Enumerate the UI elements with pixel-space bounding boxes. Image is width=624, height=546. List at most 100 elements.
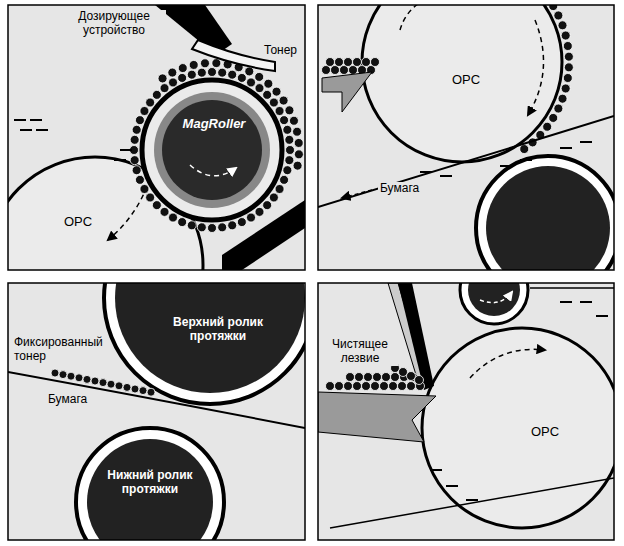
drum-label-box: OPC — [515, 425, 575, 440]
lower-roller-core — [87, 439, 213, 540]
toner-particle — [218, 223, 227, 232]
drawing-part — [596, 315, 608, 317]
drawing-part — [446, 485, 458, 487]
toner-particle — [123, 383, 131, 391]
toner-particle — [353, 382, 362, 391]
roller-label-box: Верхний ролик протяжки — [158, 316, 278, 344]
toner-particle — [391, 373, 400, 382]
drawing-part — [520, 159, 532, 161]
toner-particle — [208, 68, 217, 77]
toner-particle — [283, 166, 292, 175]
opc-drum — [362, 5, 562, 162]
toner-particle — [178, 218, 187, 227]
toner-particle — [146, 193, 155, 202]
rotation-arrow — [470, 349, 545, 378]
toner-beads — [322, 5, 574, 154]
toner-particle — [228, 221, 237, 230]
part-name: MagRoller — [169, 117, 259, 132]
toner-particle — [362, 382, 371, 391]
panel-border — [318, 5, 614, 270]
charge-roller-core — [468, 283, 520, 316]
toner-particle — [91, 377, 99, 385]
drum-label-box: OPC — [436, 73, 496, 88]
toner-particle — [373, 373, 382, 382]
toner-particle — [132, 166, 141, 175]
part-name: OPC — [436, 73, 496, 88]
toner-particle — [280, 116, 289, 125]
drawing-part — [420, 171, 432, 173]
guide-line — [530, 287, 614, 289]
toner-particle — [130, 135, 139, 144]
toner-particle — [152, 90, 161, 99]
drawing-part — [580, 301, 592, 303]
toner-particle — [263, 201, 272, 210]
callout-label: Дозирующее устройство — [62, 10, 166, 38]
drawing-part — [30, 119, 42, 121]
rotation-arrow — [400, 5, 460, 30]
toner-particle — [269, 193, 278, 202]
toner-particle — [140, 185, 149, 194]
cleaning-blade — [398, 283, 434, 390]
toner-particle — [272, 87, 281, 96]
toner-particle — [285, 156, 294, 165]
toner-particle — [51, 369, 59, 377]
toner-particle — [549, 113, 558, 122]
toner-particle — [189, 60, 198, 69]
panel-2-art — [318, 5, 614, 270]
callout-label: Фиксированный тонер — [12, 336, 108, 364]
toner-particle — [275, 107, 284, 116]
toner-particle — [398, 382, 407, 391]
toner-particle — [228, 70, 237, 79]
toner-particle — [115, 382, 123, 390]
toner-particle — [279, 96, 288, 105]
toner-particle — [255, 84, 264, 93]
toner-particle — [169, 213, 178, 222]
drawing-part — [560, 147, 572, 149]
toner-particle — [99, 379, 107, 387]
waste-tray — [318, 392, 436, 442]
callout-label: Тонер — [262, 44, 299, 58]
charge-marks — [430, 302, 608, 500]
lower-fuser-roller — [76, 428, 224, 540]
transfer-roller — [476, 156, 614, 270]
toner-particle — [255, 72, 264, 81]
toner-particle — [371, 58, 380, 67]
part-name: OPC — [48, 215, 108, 230]
toner-particle — [135, 175, 144, 184]
drawing-part — [14, 119, 26, 121]
toner-particle — [152, 201, 161, 210]
charge-roller — [460, 283, 528, 324]
drawing-part — [430, 469, 442, 471]
toner-particle — [380, 382, 389, 391]
toner-particle — [407, 382, 416, 391]
drawing-part — [440, 175, 452, 177]
toner-particle — [197, 223, 206, 232]
toner-particle — [132, 125, 141, 134]
toner-particle — [331, 66, 340, 75]
toner-particle — [285, 135, 294, 144]
drawing-part — [36, 129, 48, 131]
toner-particle — [237, 73, 246, 82]
magroller-core — [162, 100, 262, 200]
toner-particle — [554, 104, 563, 113]
toner-particle — [286, 146, 295, 155]
toner-particle — [399, 368, 408, 377]
toner-particle — [371, 382, 380, 391]
toner-particle — [389, 382, 398, 391]
toner-particle — [293, 161, 302, 170]
part-name: Верхний ролик протяжки — [158, 316, 278, 344]
drawing-part — [500, 165, 512, 167]
toner-particle — [293, 127, 302, 136]
drawing-part — [580, 141, 592, 143]
toner-particle — [563, 73, 572, 82]
roller-label-box: Нижний ролик протяжки — [100, 469, 200, 497]
toner-particle — [326, 382, 335, 391]
toner-particle — [245, 67, 254, 76]
panel-border — [318, 283, 614, 540]
part-name: Нижний ролик протяжки — [100, 469, 200, 497]
toner-particle — [197, 68, 206, 77]
toner-particle — [59, 371, 67, 379]
toner-particle — [364, 373, 373, 382]
paper — [330, 478, 614, 528]
toner-particle — [564, 63, 573, 72]
